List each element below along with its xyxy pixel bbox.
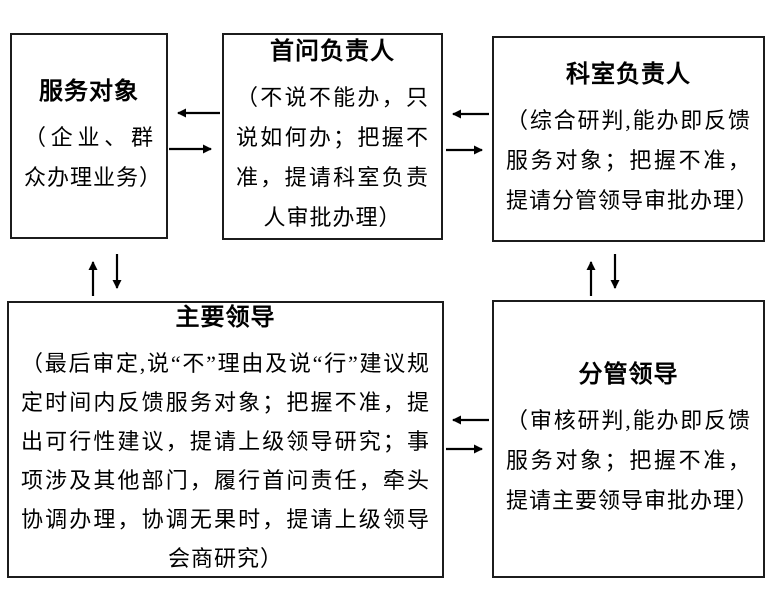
box-deputy-leader-title: 分管领导 xyxy=(578,360,679,388)
box-main-leader: 主要领导 （最后审定,说“不”理由及说“行”建议规定时间内反馈服务对象；把握不准… xyxy=(7,301,444,578)
box-service-object-title: 服务对象 xyxy=(39,77,139,105)
box-section-chief: 科室负责人 （综合研判,能办即反馈服务对象；把握不准，提请分管领导审批办理） xyxy=(492,36,765,242)
box-first-inquiry-person-body: （不说不能办，只说如何办；把握不准，提请科室负责人审批办理） xyxy=(236,85,429,230)
box-deputy-leader: 分管领导 （审核研判,能办即反馈服务对象；把握不准，提请主要领导审批办理） xyxy=(492,300,765,578)
box-service-object: 服务对象 （企业、群众办理业务） xyxy=(10,33,168,239)
box-section-chief-title: 科室负责人 xyxy=(566,60,691,88)
box-first-inquiry-person: 首问负责人 （不说不能办，只说如何办；把握不准，提请科室负责人审批办理） xyxy=(222,33,443,240)
box-service-object-body: （企业、群众办理业务） xyxy=(24,124,163,190)
box-main-leader-title: 主要领导 xyxy=(175,304,276,331)
box-main-leader-body: （最后审定,说“不”理由及说“行”建议规定时间内反馈服务对象；把握不准，提出可行… xyxy=(21,351,430,571)
box-deputy-leader-body: （审核研判,能办即反馈服务对象；把握不准，提请主要领导审批办理） xyxy=(506,407,760,513)
box-first-inquiry-person-title: 首问负责人 xyxy=(270,38,395,65)
box-section-chief-body: （综合研判,能办即反馈服务对象；把握不准，提请分管领导审批办理） xyxy=(506,107,760,213)
